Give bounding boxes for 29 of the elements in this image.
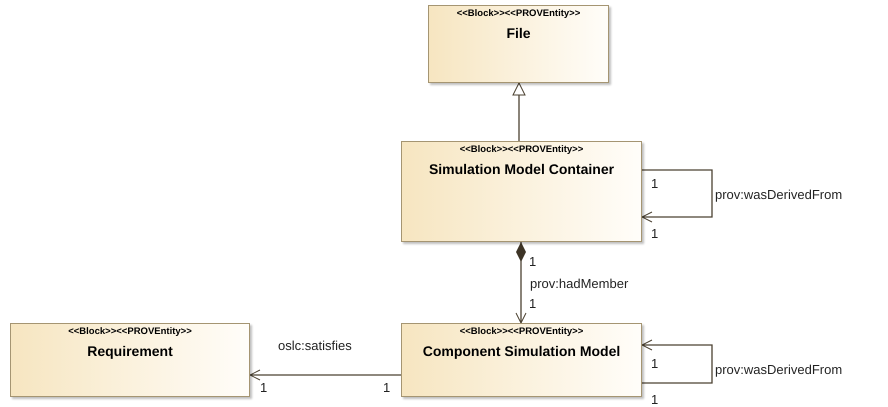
edge-label: prov:wasDerivedFrom bbox=[715, 187, 842, 202]
edge-label: prov:hadMember bbox=[530, 276, 628, 291]
generalization-arrow bbox=[512, 82, 526, 141]
block-box bbox=[10, 323, 250, 397]
multiplicity-label: 1 bbox=[383, 380, 390, 395]
composition-arrow bbox=[516, 242, 526, 324]
block-name: Component Simulation Model bbox=[422, 343, 622, 359]
multiplicity-label: 1 bbox=[260, 380, 268, 395]
multiplicity-label: 1 bbox=[529, 296, 536, 311]
association-arrow bbox=[642, 169, 713, 222]
multiplicity-label: 1 bbox=[651, 356, 658, 371]
block-name: Requirement bbox=[86, 343, 174, 359]
multiplicity-label: 1 bbox=[651, 176, 658, 191]
block-name: File bbox=[505, 25, 532, 41]
association-arrow bbox=[642, 340, 713, 384]
stereotype-label: <<Block>><<PROVEntity>> bbox=[458, 144, 584, 155]
block-box bbox=[401, 141, 642, 242]
block-box bbox=[401, 323, 642, 397]
edge-label: oslc:satisfies bbox=[278, 338, 352, 353]
stereotype-label: <<Block>><<PROVEntity>> bbox=[456, 8, 582, 19]
edge-label: prov:wasDerivedFrom bbox=[715, 362, 842, 377]
association-arrow bbox=[250, 370, 401, 380]
stereotype-label: <<Block>><<PROVEntity>> bbox=[67, 326, 193, 337]
block-name: Simulation Model Container bbox=[428, 161, 616, 177]
stereotype-label: <<Block>><<PROVEntity>> bbox=[458, 326, 584, 337]
multiplicity-label: 1 bbox=[529, 254, 536, 269]
block-box bbox=[428, 5, 609, 83]
multiplicity-label: 1 bbox=[651, 392, 658, 407]
multiplicity-label: 1 bbox=[651, 226, 658, 241]
